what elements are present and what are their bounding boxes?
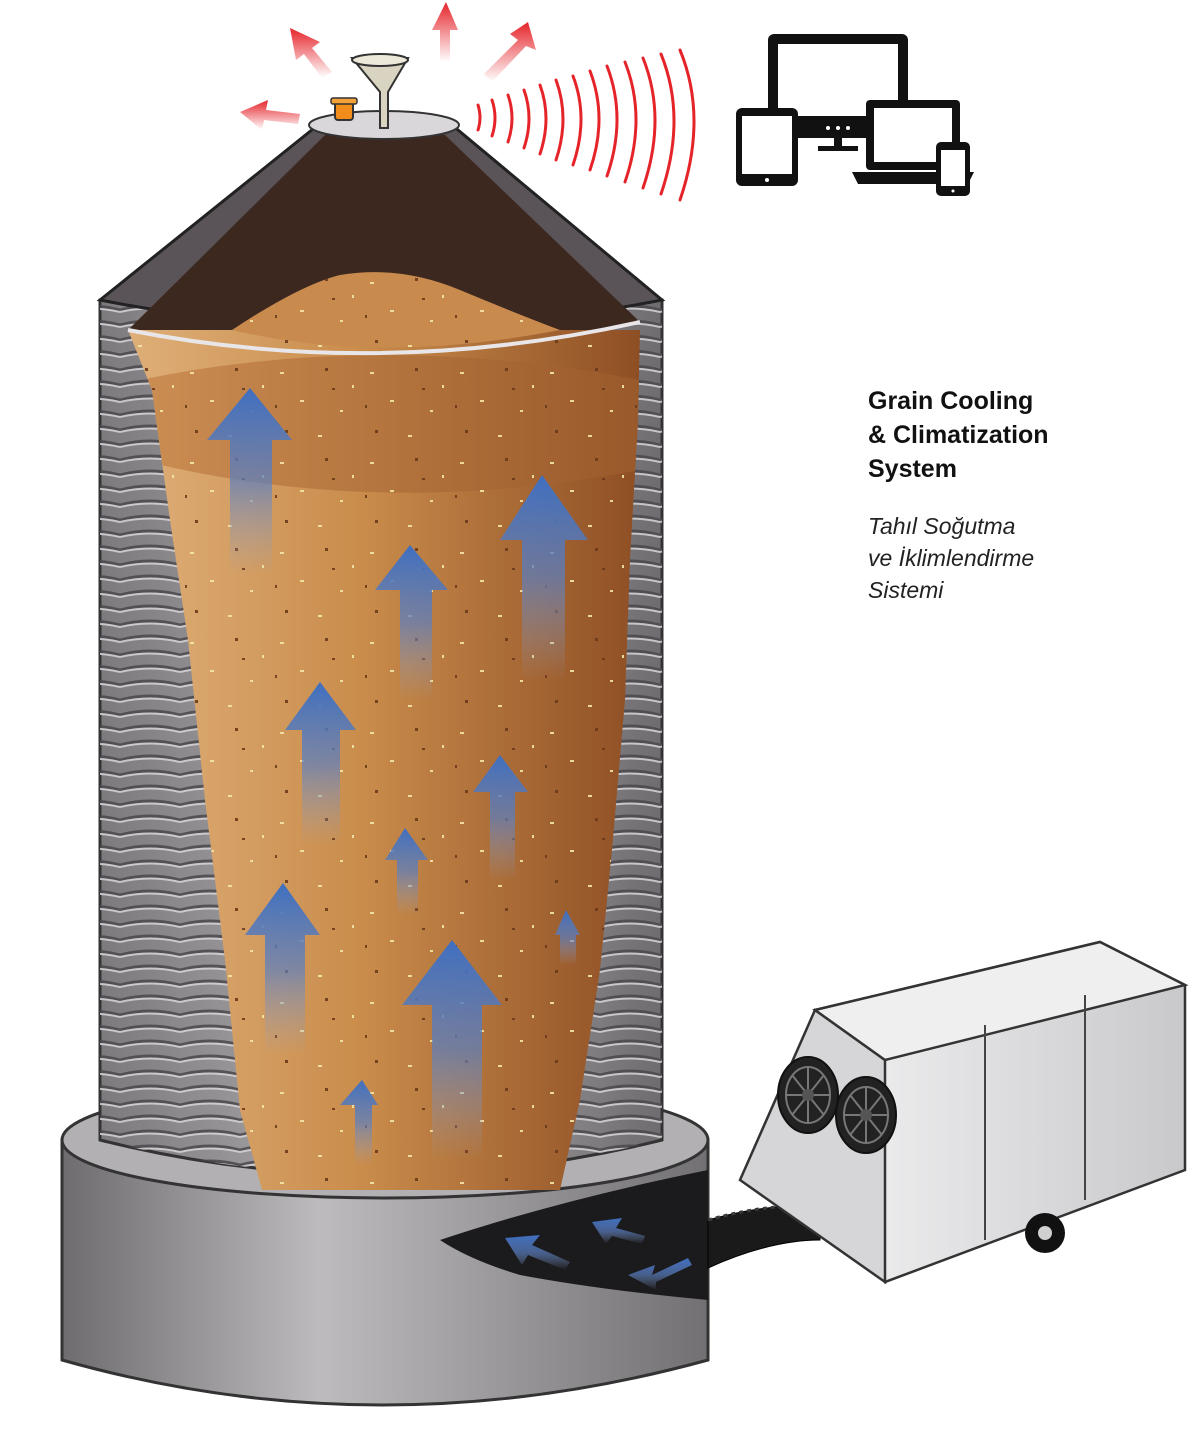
tablet-icon [736, 108, 798, 186]
fan-icon [777, 1056, 839, 1134]
connected-devices-icon [736, 34, 974, 196]
desktop-icon [796, 118, 880, 151]
title-line: Grain Cooling [868, 387, 1034, 415]
subtitle-line: Sistemi [868, 577, 944, 603]
blue-up-arrow-icon [555, 910, 580, 965]
silo-top-fittings [330, 53, 410, 129]
blue-up-arrow-icon [340, 1080, 378, 1165]
phone-icon [936, 142, 970, 196]
airflow-arrows [207, 388, 692, 1290]
blue-up-arrow-icon [207, 388, 292, 575]
blue-up-arrow-icon [628, 1258, 692, 1290]
red-heat-arrow-icon [484, 22, 536, 82]
grain-cooling-unit-icon [707, 940, 1189, 1285]
title-line: System [868, 455, 957, 483]
blue-up-arrow-icon [473, 755, 528, 880]
subtitle-line: Tahıl Soğutma [868, 513, 1016, 539]
red-heat-arrow-icon [290, 28, 332, 78]
wireless-signal-icon [476, 48, 696, 202]
exhaust-arrows [240, 2, 536, 130]
blue-up-arrow-icon [402, 940, 502, 1160]
caption: Grain Cooling & Climatization System Tah… [868, 384, 1168, 606]
title: Grain Cooling & Climatization System [868, 384, 1168, 486]
red-heat-arrow-icon [240, 100, 300, 130]
red-heat-arrow-icon [432, 2, 458, 62]
blue-up-arrow-icon [505, 1235, 570, 1270]
wheel-icon [1025, 1213, 1065, 1253]
blue-up-arrow-icon [245, 883, 320, 1055]
blue-up-arrow-icon [592, 1218, 645, 1244]
blue-up-arrow-icon [500, 475, 588, 680]
blue-up-arrow-icon [385, 828, 428, 915]
subtitle-line: ve İklimlendirme [868, 545, 1035, 571]
blue-up-arrow-icon [285, 682, 356, 845]
fan-icon [835, 1076, 897, 1154]
blue-up-arrow-icon [375, 545, 448, 700]
subtitle: Tahıl Soğutma ve İklimlendirme Sistemi [868, 510, 1168, 606]
title-line: & Climatization [868, 421, 1049, 449]
